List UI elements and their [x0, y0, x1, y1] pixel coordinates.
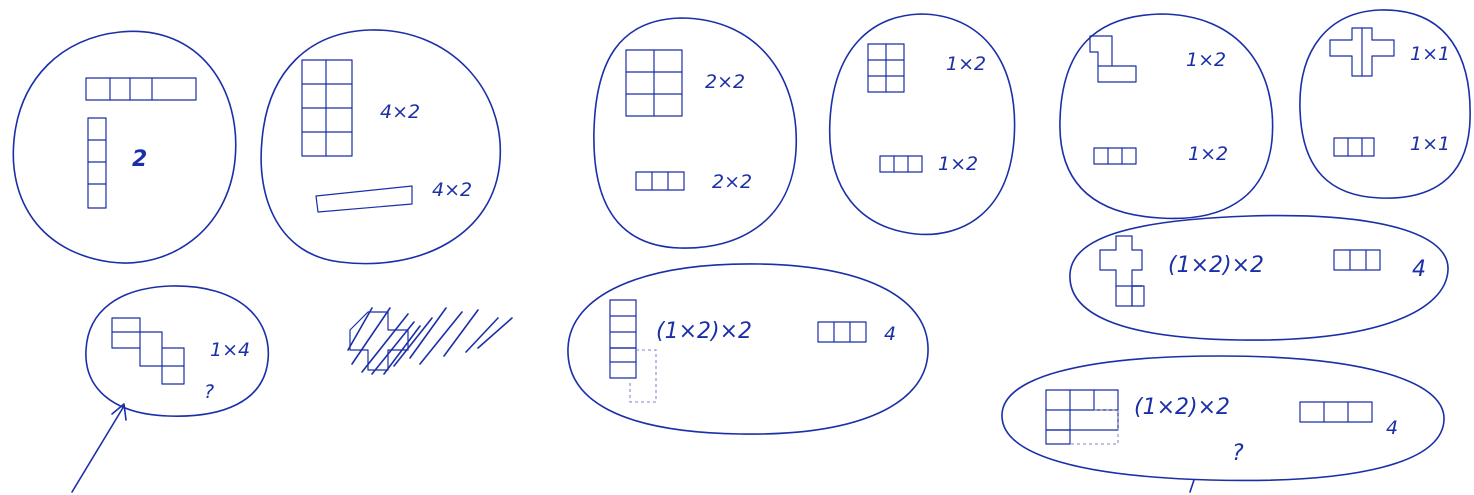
- vertical-bar: [88, 118, 106, 208]
- group-outline: [1060, 14, 1273, 218]
- size-label: 4×2: [432, 179, 472, 201]
- group-outline: [261, 30, 500, 264]
- group-1x2-a: 1×2 1×2: [830, 14, 1015, 234]
- formula-label: (1×2)×2: [656, 319, 752, 344]
- long-bar: [316, 186, 412, 212]
- count-label: 2: [132, 147, 147, 172]
- short-bar: [880, 156, 922, 172]
- short-bar: [1334, 250, 1380, 270]
- group-4x2: 4×2 4×2: [261, 30, 500, 264]
- group-outline: [594, 18, 796, 248]
- group-1x2x2-bottom: (1×2)×2 ? 4: [1002, 356, 1444, 480]
- scribble-out: [348, 308, 512, 374]
- group-outline: [830, 14, 1015, 234]
- size-label: 1×2: [938, 153, 978, 175]
- size-label: 1×2: [946, 53, 986, 75]
- plus-shape: [1100, 236, 1142, 306]
- short-bar: [818, 322, 866, 342]
- count-label: 4: [1386, 417, 1398, 439]
- count-label: 4: [884, 323, 896, 345]
- size-label: 1×1: [1410, 133, 1450, 155]
- group-1x2x2-right: (1×2)×2 4: [1070, 216, 1448, 341]
- short-bar: [1334, 138, 1374, 156]
- short-bar: [636, 172, 684, 190]
- group-outline: [1300, 10, 1470, 198]
- formula-label: (1×2)×2: [1134, 395, 1230, 420]
- arrow-stub: [1190, 480, 1194, 492]
- size-label: 1×2: [1186, 49, 1226, 71]
- size-label: 1×4: [210, 339, 250, 361]
- question-mark: ?: [1232, 441, 1244, 466]
- size-label: 4×2: [380, 101, 420, 123]
- group-1x1: 1×1 1×1: [1300, 10, 1470, 198]
- count-label: 4: [1412, 257, 1426, 282]
- z-shape: [1090, 36, 1136, 82]
- size-label: 2×2: [705, 71, 745, 93]
- formula-label: (1×2)×2: [1168, 253, 1264, 278]
- group-outline: [568, 264, 928, 434]
- group-1x2x2-center: (1×2)×2 4: [568, 264, 928, 434]
- short-bar: [1094, 148, 1136, 164]
- t-shape: [610, 300, 636, 348]
- group-1x4: 1×4 ?: [86, 286, 268, 416]
- group-outline: [13, 31, 235, 263]
- arrow: [72, 404, 126, 492]
- group-row-and-column: 2: [13, 31, 235, 263]
- question-mark: ?: [204, 381, 214, 403]
- size-label: 2×2: [712, 171, 752, 193]
- size-label: 1×2: [1188, 143, 1228, 165]
- long-short-bar: [1300, 402, 1372, 422]
- group-1x2-b: 1×2 1×2: [1060, 14, 1273, 218]
- stair-shape: [112, 318, 184, 384]
- horizontal-bar: [86, 78, 196, 100]
- group-2x2: 2×2 2×2: [594, 18, 796, 248]
- size-label: 1×1: [1410, 43, 1450, 65]
